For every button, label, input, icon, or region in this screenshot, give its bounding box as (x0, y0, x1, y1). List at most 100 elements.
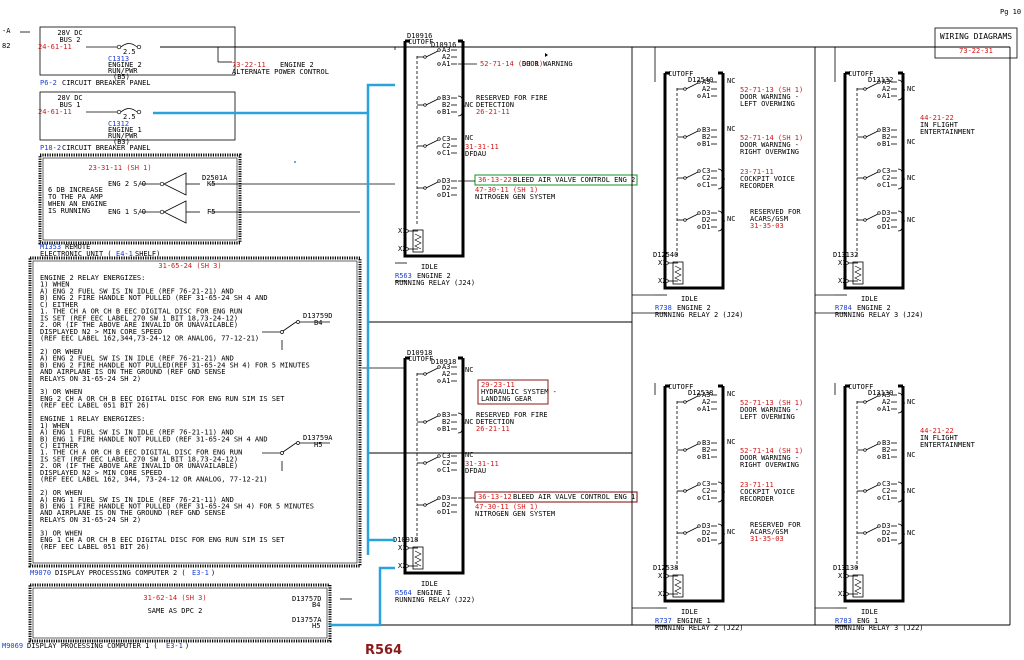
contact-pivot (863, 176, 867, 180)
relay-connector: D10916 (407, 32, 432, 40)
relay-pin-D1: D1 (882, 536, 890, 544)
wire (865, 526, 879, 534)
dpc1-pin: B4 (312, 601, 320, 609)
contact-terminal (437, 379, 441, 383)
relay-name: RUNNING RELAY 2 (J24) (655, 311, 744, 319)
d-function-2: NITROGEN GEN SYSTEM (475, 510, 555, 518)
highlight-wire-dpc1 (330, 566, 395, 627)
relay-name: ENG 1 (857, 617, 878, 625)
relay-pin-B2: B2 (442, 101, 450, 109)
b-function: RIGHT OVERWING (740, 148, 799, 156)
reu-note: TO THE PA AMP (48, 193, 103, 201)
b-function: IN FLIGHT (920, 434, 959, 442)
relay-pin-A3: A3 (442, 46, 450, 54)
relay-pin-A1: A1 (882, 92, 890, 100)
relay-pin-B3: B3 (702, 439, 710, 447)
contact-terminal (877, 169, 881, 173)
reu-signal: ENG 1 S/O (108, 208, 146, 216)
dpc2-logic-line: IS SET (REF EEC LABEL 270 SW 1 BIT 18,73… (40, 455, 238, 463)
a-function: LEFT OVERWING (740, 100, 795, 108)
relay-idle-label: IDLE (861, 608, 878, 616)
relay-R783: CUTOFFIDLEA3A2A1B3B2B1C3C2C1D3D2D1X1X2D1… (833, 383, 976, 632)
dpc2-logic-line: AND AIRPLANE IS ON THE GROUND (REF GND S… (40, 509, 225, 517)
contact-pivot (423, 103, 427, 107)
relay-pin-B1: B1 (442, 425, 450, 433)
wire (425, 50, 439, 58)
dpc2-logic-line: IS SET (REF EEC LABEL 270 SW 1 BIT 18,73… (40, 314, 238, 322)
nc-label: NC (727, 390, 735, 398)
relay-connector: D12538 (688, 389, 713, 397)
relay-pin-C3: C3 (442, 135, 450, 143)
relay-pin-C2: C2 (442, 459, 450, 467)
dpc1-frame (28, 583, 332, 643)
c-function: DFDAU (465, 150, 486, 158)
c-reference: 31-31-11 (465, 143, 499, 151)
contact-pivot (423, 186, 427, 190)
page-number: Pg 10 (1000, 8, 1021, 16)
wire (425, 456, 439, 464)
b-reference: 44-21-22 (920, 427, 954, 435)
amp-triangle (163, 172, 187, 196)
contact-pivot (423, 461, 427, 465)
brace (457, 412, 466, 434)
contact-terminal (877, 538, 881, 542)
contact-pivot (863, 448, 867, 452)
contact-pivot (423, 503, 427, 507)
c-function: DFDAU (465, 467, 486, 475)
relay-pin-x1: X1 (838, 572, 846, 580)
title-box (934, 27, 1018, 59)
relay-idle-label: IDLE (421, 263, 438, 271)
coil-terminal (665, 261, 669, 265)
bleed-air-box (474, 174, 638, 186)
relay-pin-B3: B3 (442, 411, 450, 419)
relay-pin-C1: C1 (702, 494, 710, 502)
wire (865, 82, 879, 90)
sheet-marker: -A (2, 27, 11, 35)
b-reference: 52-71-14 (SH 1) (740, 134, 803, 142)
relay-pin-B3: B3 (882, 439, 890, 447)
breaker-terminal (136, 44, 142, 50)
dpc1-connector: D13757D (292, 595, 322, 603)
dpc1-unit-name: ) (185, 642, 189, 650)
relay-pin-A1: A1 (702, 405, 710, 413)
contact-terminal (437, 468, 441, 472)
wiring-highlight (153, 83, 395, 627)
c-function: RECORDER (740, 182, 775, 190)
relay-R563: CUTOFFIDLEA3A2A1B3B2B1C3C2C1D3D2D1X1X2R5… (395, 32, 638, 287)
hydraulic-box (477, 379, 549, 405)
switch-terminal (280, 451, 284, 455)
dpc2-logic-line: B) ENG 2 FIRE HANDLE NOT PULLED (REF 31-… (40, 294, 268, 302)
relay-coil (852, 574, 864, 598)
relay-pin-D2: D2 (702, 216, 710, 224)
relay-R737: CUTOFFIDLEA3A2A1B3B2B1C3C2C1D3D2D1X1X2D1… (653, 383, 803, 632)
b-function: ENTERTAINMENT (920, 441, 976, 449)
relay-pin-C1: C1 (882, 181, 890, 189)
switch-terminal (280, 330, 284, 334)
relay-R738: CUTOFFIDLEA3A2A1B3B2B1C3C2C1D3D2D1X1X2D1… (653, 70, 803, 319)
relay-coil-connector: D10918 (393, 536, 418, 544)
b-function: DOOR WARNING - (740, 141, 799, 149)
wiring-black (160, 46, 1011, 627)
relay-name: RUNNING RELAY 3 (J22) (835, 624, 924, 632)
c-reference: 31-31-11 (465, 460, 499, 468)
reu-connector: D2501A (202, 174, 228, 182)
relay-housing (843, 73, 905, 290)
relay-name: RUNNING RELAY (J24) (395, 279, 475, 287)
highlight-wire-bus1 (153, 83, 395, 115)
dpc2-logic-line: DISPLAYED N2 > MIN CORE SPEED (40, 328, 162, 336)
dpc2-logic-line: B) ENG 1 FIRE HANDLE NOT PULLED (REF 31-… (40, 502, 314, 510)
dpc2-logic-line: AND AIRPLANE IS ON THE GROUND (REF GND S… (40, 368, 225, 376)
wire (685, 526, 699, 534)
dpc1-note: SAME AS DPC 2 (148, 607, 203, 615)
dpc1-reference: 31-62-14 (SH 3) (143, 594, 206, 602)
brace (717, 523, 726, 545)
dpc2-logic-line: 3) OR WHEN (40, 529, 82, 537)
relay-pin-A1: A1 (882, 405, 890, 413)
contact-terminal (697, 441, 701, 445)
output-label: ALTERNATE POWER CONTROL (232, 68, 329, 76)
contact-pivot (683, 448, 687, 452)
relay-connector: D12540 (688, 76, 713, 84)
nc-label: NC (465, 134, 473, 142)
d-function: RESERVED FOR (750, 521, 801, 529)
brace (897, 392, 906, 414)
